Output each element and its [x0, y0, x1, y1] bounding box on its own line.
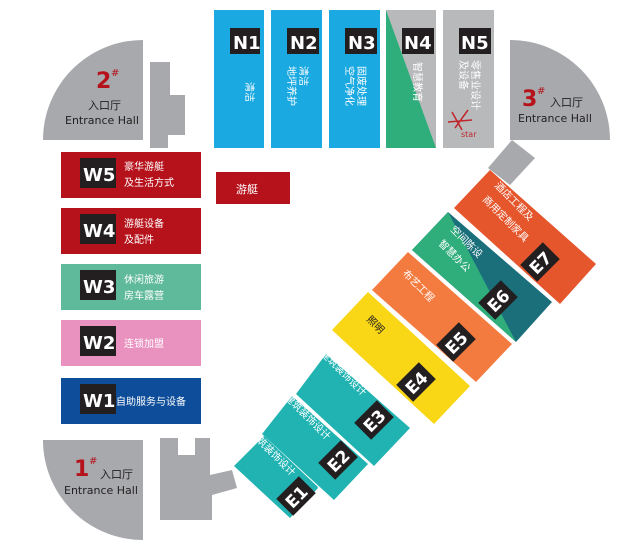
hall-w5[interactable]: W5 豪华游艇 及生活方式 [61, 152, 201, 198]
hall-n4-label: 智慧教育 [411, 62, 424, 102]
hall-n5[interactable]: N5 零售业设计 及设备 star [443, 10, 494, 148]
hall-w1[interactable]: W1 自助服务与设备 [61, 378, 201, 424]
entrance-hall-3-cn: 入口厅 [550, 96, 583, 109]
hall-n4-badge [402, 28, 434, 54]
hall-e4-block [332, 292, 470, 424]
hall-w5-code: W5 [83, 165, 115, 186]
hall-w3-code: W3 [83, 277, 115, 298]
hall-w5-badge [80, 158, 116, 188]
hall-w5-label1: 豪华游艇 [124, 160, 164, 173]
hall-n2-label-line1: 清洁 [297, 66, 310, 86]
hall-w1-badge [80, 384, 116, 414]
hall-e5[interactable]: E5 布艺工程 [372, 252, 512, 382]
entrance-hall-1-number: 1 [74, 457, 89, 482]
yacht-zone-label: 游艇 [236, 182, 258, 196]
hall-n4-block-green [386, 10, 436, 148]
hall-n3-badge [345, 28, 377, 54]
hall-n1-badge [230, 28, 260, 54]
connector-hall1 [160, 438, 237, 520]
hall-w3-label2: 房车露营 [124, 289, 164, 302]
entrance-hall-1-mark: # [89, 456, 97, 467]
hall-n2-code: N2 [290, 33, 318, 54]
entrance-hall-3-mark: # [537, 86, 545, 97]
hall-n5-badge [459, 28, 491, 54]
hall-w3[interactable]: W3 休闲旅游 房车露营 [61, 264, 201, 310]
hall-n1[interactable]: N1 清洁 [214, 10, 264, 148]
hall-n2-badge [287, 28, 319, 54]
hall-w4-label2: 及配件 [124, 234, 154, 246]
entrance-hall-2-number: 2 [96, 69, 111, 94]
hall-n3[interactable]: N3 固废处理 空气净化 [329, 10, 380, 148]
hall-e6[interactable]: E6 空间陈设 智慧办公 [412, 212, 552, 342]
hall-e5-badge [436, 322, 476, 362]
hall-n5-logo-text: star [461, 130, 477, 139]
hall-w2-label1: 连锁加盟 [124, 337, 164, 350]
hall-w1-label1: 自助服务与设备 [116, 395, 186, 408]
hall-w2-code: W2 [83, 333, 115, 354]
hall-e7-badge [520, 242, 560, 282]
hall-w4-label1: 游艇设备 [124, 217, 164, 230]
connector-hall3 [488, 140, 535, 185]
hall-n3-code: N3 [348, 33, 376, 54]
entrance-hall-1-cn: 入口厅 [100, 468, 133, 481]
entrance-hall-3-number: 3 [522, 87, 537, 112]
hall-n4[interactable]: N4 智慧教育 [386, 10, 436, 148]
hall-n2[interactable]: N2 清洁 地坪养护 [271, 10, 322, 148]
hall-e4[interactable]: E4 照明 [332, 292, 470, 424]
hall-n1-label: 清洁 [243, 82, 256, 102]
entrance-hall-1-en: Entrance Hall [64, 484, 138, 497]
hall-n5-label-line1: 零售业设计 [469, 60, 482, 110]
hall-n3-label-line2: 空气净化 [343, 66, 356, 106]
entrance-hall-2-cn: 入口厅 [88, 99, 121, 112]
hall-w3-label1: 休闲旅游 [124, 273, 164, 286]
hall-w3-badge [80, 270, 116, 300]
star-logo-icon: star [447, 109, 477, 139]
hall-e2-badge [318, 440, 358, 480]
hall-e2-block [262, 396, 368, 500]
hall-e5-block [372, 252, 512, 382]
hall-w4-code: W4 [83, 221, 115, 242]
hall-n3-label-line1: 固废处理 [355, 66, 368, 106]
hall-n5-label-line2: 及设备 [457, 60, 470, 90]
hall-e3-badge [354, 400, 394, 440]
yacht-zone-block [216, 172, 290, 204]
hall-w5-label2: 及生活方式 [124, 176, 174, 189]
hall-n2-label-line2: 地坪养护 [285, 66, 298, 106]
entrance-hall-1[interactable]: 1 # 入口厅 Entrance Hall [43, 440, 143, 540]
hall-n5-code: N5 [461, 33, 489, 54]
connector-hall2 [150, 62, 185, 148]
hall-e4-badge [396, 362, 436, 402]
hall-w4[interactable]: W4 游艇设备 及配件 [61, 208, 201, 254]
hall-n1-code: N1 [233, 33, 261, 54]
hall-w1-code: W1 [83, 391, 115, 412]
entrance-hall-2-mark: # [111, 68, 119, 79]
hall-w2-badge [80, 326, 116, 356]
entrance-hall-2-shape [43, 40, 143, 140]
entrance-hall-2-en: Entrance Hall [65, 114, 139, 127]
hall-e7-block [454, 170, 596, 304]
entrance-hall-3-en: Entrance Hall [518, 112, 592, 125]
hall-e3-block [296, 354, 410, 466]
hall-n4-code: N4 [404, 33, 432, 54]
entrance-hall-1-shape [43, 440, 143, 540]
hall-e3[interactable]: E3 建筑装饰设计 [296, 347, 410, 466]
entrance-hall-3-shape [510, 40, 610, 140]
hall-w4-badge [80, 214, 116, 244]
hall-w2[interactable]: W2 连锁加盟 [61, 320, 201, 366]
hall-e1-badge [276, 476, 316, 516]
hall-e6-badge [478, 280, 518, 320]
entrance-hall-3[interactable]: 3 # 入口厅 Entrance Hall [510, 40, 610, 140]
entrance-hall-2[interactable]: 2 # 入口厅 Entrance Hall [43, 40, 143, 140]
yacht-zone[interactable]: 游艇 [216, 172, 290, 204]
